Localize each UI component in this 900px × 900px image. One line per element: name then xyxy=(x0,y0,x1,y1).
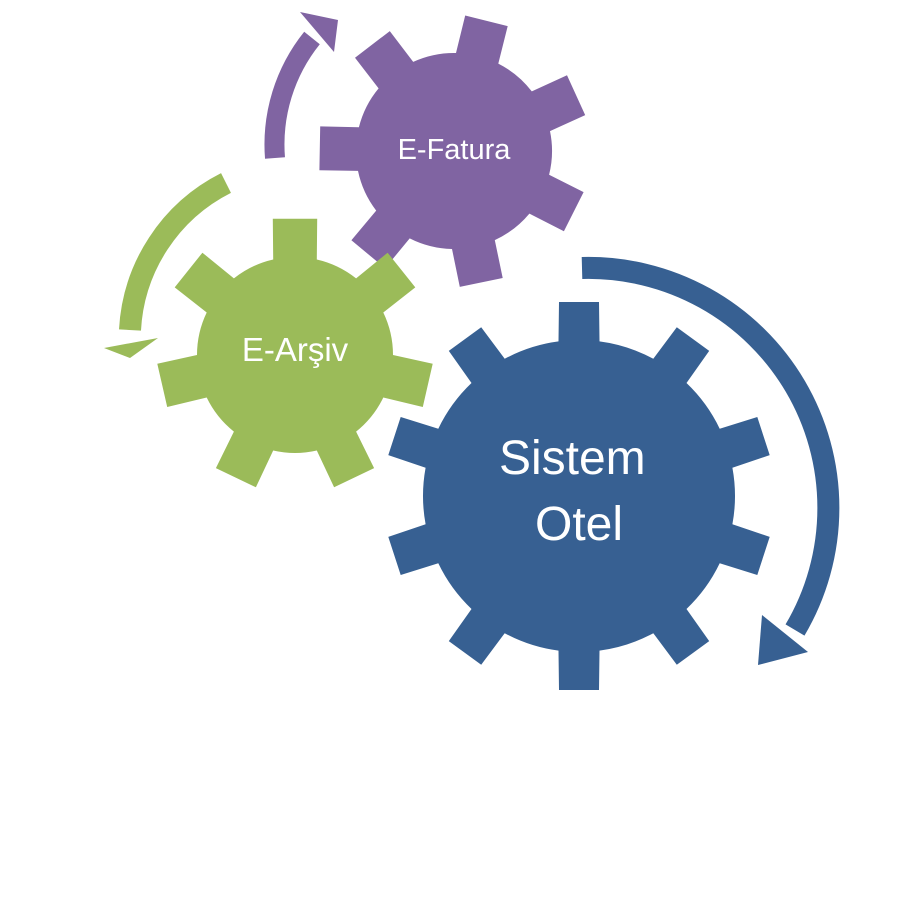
sistem-otel-arrow-shaft xyxy=(581,256,840,636)
e-fatura-arrow-shaft xyxy=(264,31,320,159)
e-fatura-arrow-head xyxy=(300,12,338,52)
e-fatura-rotation-arrow xyxy=(264,12,338,159)
e-arsiv-gear-shape xyxy=(157,218,433,488)
e-arsiv-arrow-head xyxy=(104,338,158,358)
e-fatura-label-line: E-Fatura xyxy=(398,134,512,166)
gears: E-Fatura E-Arşiv Sistem Otel xyxy=(157,15,770,690)
e-arsiv-gear-label: E-Arşiv xyxy=(242,331,349,368)
e-arsiv-gear: E-Arşiv xyxy=(157,218,433,488)
e-arsiv-rotation-arrow xyxy=(104,173,232,358)
e-fatura-gear-label: E-Fatura xyxy=(398,134,512,166)
sistem-otel-gear-shape xyxy=(388,302,770,690)
e-arsiv-label-line: E-Arşiv xyxy=(242,331,349,368)
sistem-otel-rotation-arrow xyxy=(581,256,840,665)
e-arsiv-arrow-shaft xyxy=(119,173,232,331)
sistem-otel-gear: Sistem Otel xyxy=(388,302,770,690)
e-fatura-gear: E-Fatura xyxy=(319,15,586,287)
sistem-otel-label-line-1: Sistem xyxy=(499,432,646,485)
sistem-otel-label-line-2: Otel xyxy=(535,498,623,551)
sistem-otel-gear-label: Sistem Otel xyxy=(499,432,659,551)
e-fatura-gear-shape xyxy=(319,15,586,287)
sistem-otel-arrow-head xyxy=(758,615,808,665)
rotation-arrows xyxy=(104,12,840,665)
